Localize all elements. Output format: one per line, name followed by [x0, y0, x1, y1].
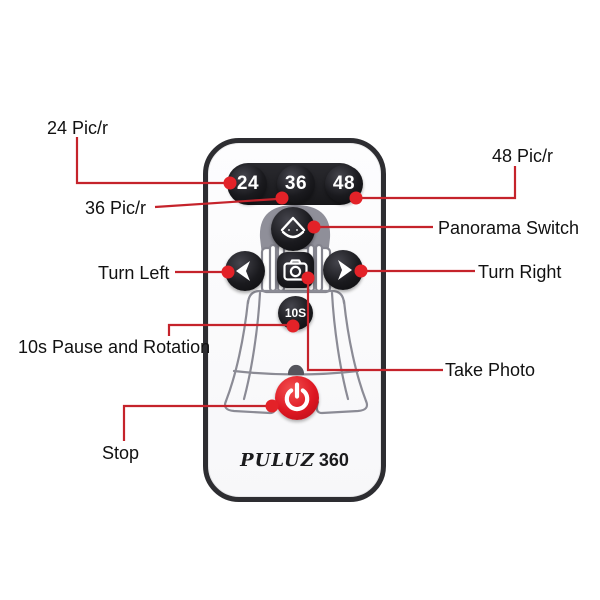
button-24-label: 24	[236, 173, 260, 194]
button-36-pic: 36	[277, 165, 315, 203]
button-48-pic: 48	[325, 165, 363, 203]
button-10s-label: 10S	[284, 306, 307, 320]
button-panorama-switch	[271, 207, 315, 251]
label-36-pic: 36 Pic/r	[85, 198, 147, 218]
button-48-label: 48	[332, 173, 356, 194]
brand-logo-360: 360	[318, 450, 349, 470]
button-take-photo	[277, 252, 314, 288]
arrow-left-icon	[236, 261, 250, 281]
label-turn-left: Turn Left	[98, 263, 170, 283]
button-turn-left	[225, 251, 265, 291]
label-pause: 10s Pause and Rotation	[18, 337, 211, 357]
arrow-right-icon	[338, 260, 352, 280]
power-icon	[284, 382, 310, 412]
label-24-pic: 24 Pic/r	[47, 118, 109, 138]
button-24-pic: 24	[229, 165, 267, 203]
label-take-photo: Take Photo	[445, 360, 536, 380]
label-stop: Stop	[102, 443, 140, 463]
label-turn-right: Turn Right	[478, 262, 562, 282]
button-turn-right	[323, 250, 363, 290]
button-power-stop	[275, 376, 319, 420]
device-knob-print	[287, 364, 305, 376]
button-10s-pause: 10S	[278, 296, 313, 330]
button-36-label: 36	[284, 173, 308, 194]
label-panorama: Panorama Switch	[438, 218, 580, 238]
panorama-icon	[280, 216, 306, 239]
label-48-pic: 48 Pic/r	[492, 146, 554, 166]
brand-logo-text: PULUZ	[240, 450, 315, 471]
remote-control-body: 24 36 48	[203, 138, 386, 502]
camera-icon	[283, 259, 308, 281]
